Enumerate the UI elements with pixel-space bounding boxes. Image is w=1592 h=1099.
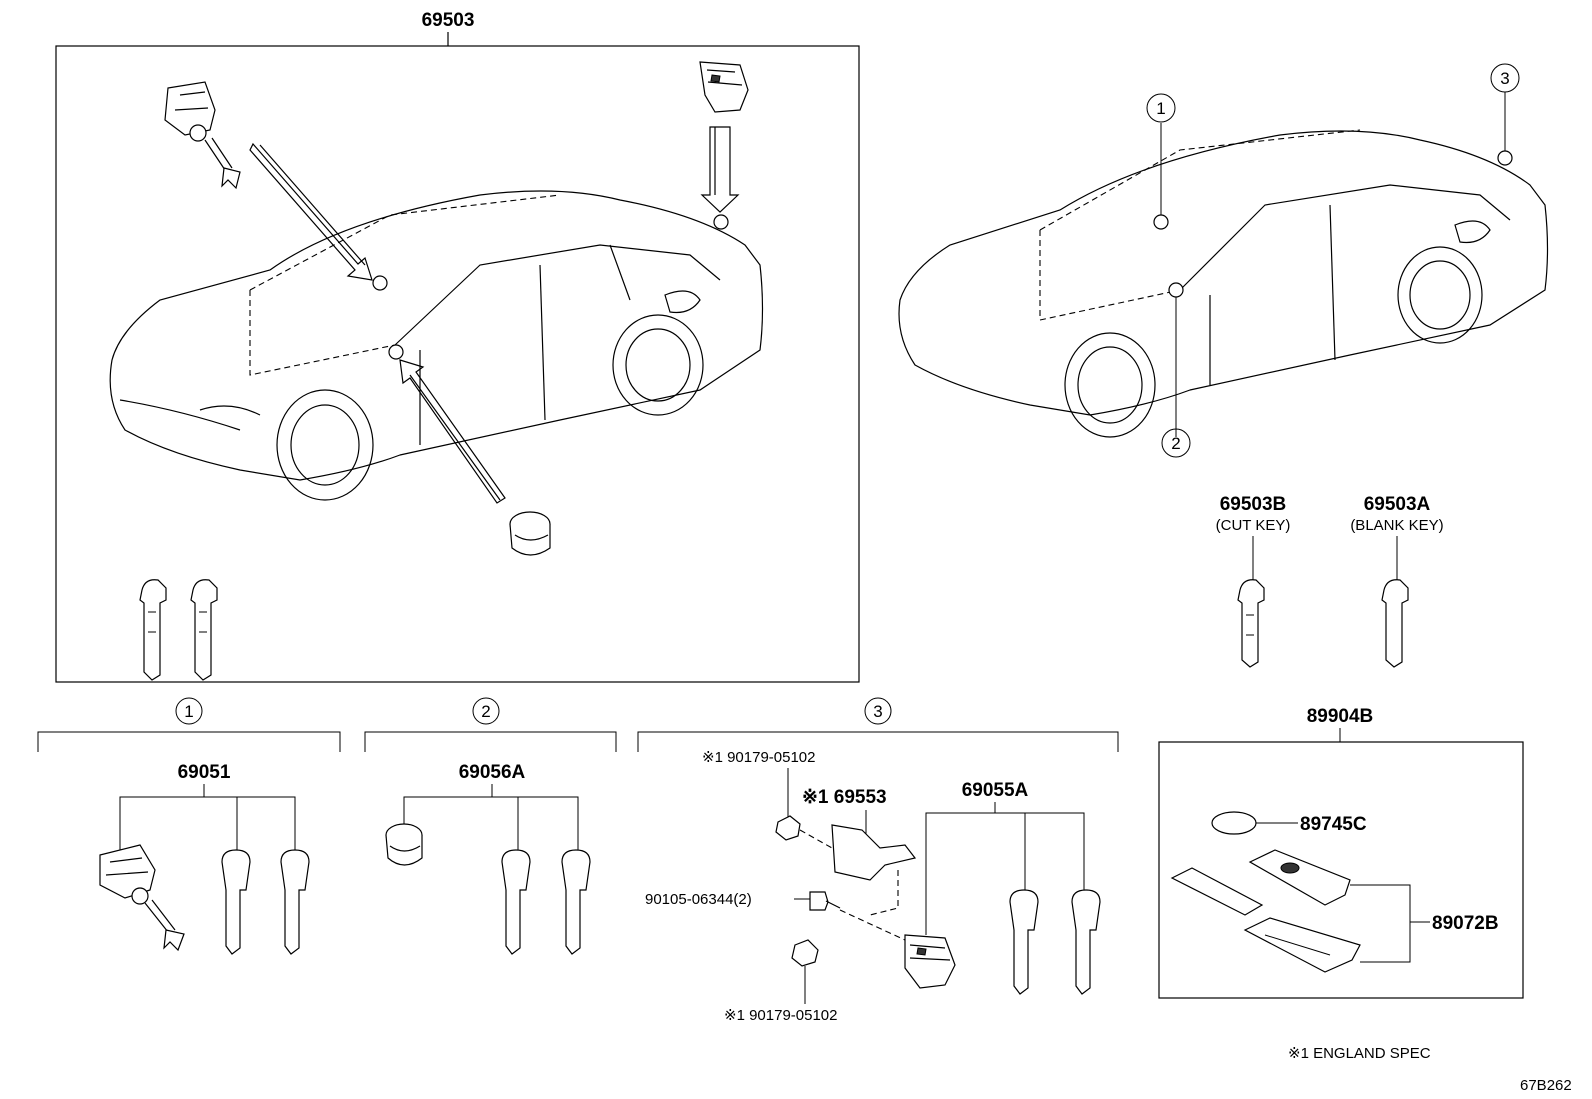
- smart-key-frame: [1158, 741, 1524, 999]
- callout-1-label: 1: [1156, 99, 1165, 118]
- bracket-label: ※1 69553: [802, 787, 887, 808]
- door-lock-point-marker: [388, 344, 404, 360]
- ignition-point-marker: [372, 275, 388, 291]
- callout-circle-1: [1146, 93, 1176, 123]
- group-1-callout: 1: [184, 702, 193, 721]
- key-icon: [561, 849, 591, 955]
- nut-top-label: ※1 90179-05102: [702, 749, 816, 766]
- trunk-point-marker: [713, 214, 729, 230]
- main-assembly-group: 69503: [55, 10, 860, 683]
- blank-key-label: 69503A: [1364, 494, 1431, 515]
- bracket-icon: [831, 824, 917, 881]
- key-icon: [1071, 889, 1101, 995]
- group-1: 1 69051: [37, 697, 341, 955]
- cut-key-sublabel: (CUT KEY): [1216, 517, 1291, 534]
- key-icon: [280, 849, 310, 955]
- diagram-code: 67B262: [1520, 1077, 1572, 1094]
- car-illustration-left: [109, 190, 764, 501]
- key-icon: [221, 849, 251, 955]
- blank-key-icon: [1381, 579, 1409, 668]
- callout-circle-3: [1490, 63, 1520, 93]
- key-icon: [190, 579, 218, 681]
- group-3: 3 ※1 90179-05102 ※1 69553 90105-06344(2)…: [637, 697, 1119, 1024]
- battery-icon: [1211, 811, 1257, 835]
- smart-key-top-icon: [1248, 849, 1351, 906]
- group-1-part-label: 69051: [178, 762, 231, 783]
- callout-3-label: 3: [1500, 69, 1509, 88]
- nut-bottom-label: ※1 90179-05102: [724, 1007, 838, 1024]
- footnote-text: ※1 ENGLAND SPEC: [1288, 1045, 1431, 1062]
- group-2: 2 69056A: [364, 697, 617, 955]
- group-2-part-label: 69056A: [459, 762, 526, 783]
- car-illustration-right: 1 2 3: [898, 63, 1549, 458]
- group-3-part-label: 69055A: [962, 780, 1029, 801]
- smart-key-label: 89904B: [1307, 706, 1374, 727]
- bolt-label: 90105-06344(2): [645, 891, 752, 908]
- transmitter-case-label: 89072B: [1432, 913, 1499, 934]
- bolt-icon: [809, 891, 829, 911]
- smart-key-group: 89904B 89745C 89072B: [1158, 706, 1524, 999]
- battery-label: 89745C: [1300, 814, 1367, 835]
- key-icon: [139, 579, 167, 681]
- group-3-callout: 3: [873, 702, 882, 721]
- nut-icon: [791, 939, 819, 967]
- callout-2-label: 2: [1171, 434, 1180, 453]
- keys-in-assembly: [139, 579, 218, 681]
- key-icon: [501, 849, 531, 955]
- ignition-cylinder-part: [99, 844, 185, 952]
- blank-key-group: 69503A (BLANK KEY): [1350, 494, 1444, 668]
- cut-key-group: 69503B (CUT KEY): [1216, 494, 1291, 668]
- location-arrows: [249, 126, 740, 504]
- trunk-cylinder-part: [904, 934, 956, 989]
- door-cylinder-part: [509, 511, 551, 556]
- main-assembly-frame: [55, 45, 860, 683]
- ignition-cylinder-part: [164, 81, 241, 190]
- group-2-callout: 2: [481, 702, 490, 721]
- cut-key-icon: [1237, 579, 1265, 668]
- key-icon: [1009, 889, 1039, 995]
- callout-circle-2: [1161, 428, 1191, 458]
- blank-key-sublabel: (BLANK KEY): [1350, 517, 1443, 534]
- nut-icon: [775, 815, 801, 841]
- door-cylinder-part: [385, 823, 423, 866]
- main-assembly-label: 69503: [422, 10, 475, 31]
- trunk-cylinder-part: [699, 61, 749, 113]
- cut-key-label: 69503B: [1220, 494, 1287, 515]
- key-cover-icon: [1170, 867, 1264, 916]
- smart-key-bottom-icon: [1243, 917, 1361, 973]
